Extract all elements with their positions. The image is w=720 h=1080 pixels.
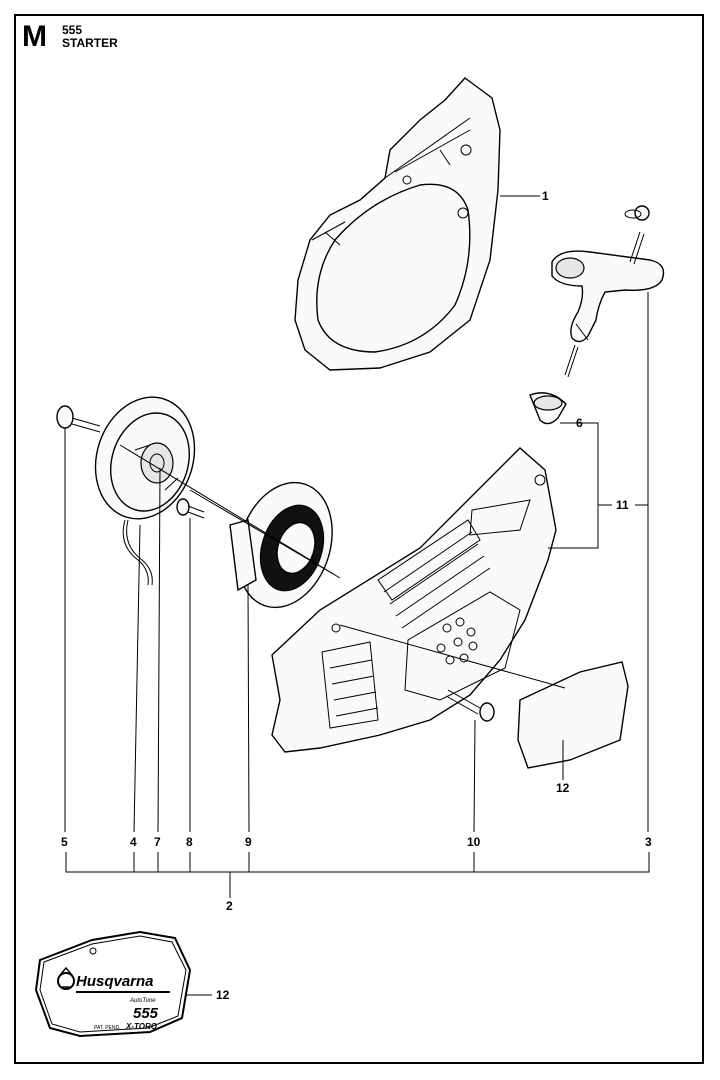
part-8-screw <box>176 498 205 519</box>
husqvarna-logo-icon <box>57 966 75 990</box>
callout-7: 7 <box>154 835 161 849</box>
page-frame <box>14 14 704 1064</box>
callout-12: 12 <box>556 781 570 795</box>
part-4-starter-rope <box>122 519 153 586</box>
decal-subtitle: AutoTune <box>129 998 156 1004</box>
callout-1: 1 <box>542 189 549 203</box>
callout-11: 11 <box>616 498 629 512</box>
part-1-cover-shroud <box>294 77 501 371</box>
decal-footer-left: PAT. PEND. <box>94 1025 121 1031</box>
callout-6: 6 <box>576 416 583 430</box>
callout-4: 4 <box>130 835 137 849</box>
callout-12-decal: 12 <box>216 988 230 1002</box>
decal-footer-right: X-TORQ <box>125 1022 158 1031</box>
decal-model: 555 <box>133 1005 159 1022</box>
callout-9: 9 <box>245 835 252 849</box>
part-10-screw <box>445 689 495 722</box>
part-2-starter-housing <box>271 447 557 753</box>
husqvarna-decal: Husqvarna AutoTune 555 PAT. PEND. X-TORQ <box>34 930 192 1038</box>
model-number: 555 <box>62 23 83 37</box>
callout-8: 8 <box>186 835 193 849</box>
part-5-screw <box>56 405 101 433</box>
decal-brand: Husqvarna <box>76 973 154 990</box>
callout-2: 2 <box>226 899 233 913</box>
part-12-decal-blank <box>517 661 629 769</box>
section-letter: M <box>22 20 47 53</box>
housing-vent-holes <box>436 617 478 665</box>
part-6-rope-bushing <box>529 392 567 425</box>
part-3-starter-handle <box>551 205 665 378</box>
part-7-rope-pulley <box>94 396 196 520</box>
page-title: STARTER <box>62 36 118 50</box>
leader-lines <box>64 195 650 996</box>
callout-5: 5 <box>61 835 68 849</box>
callout-3: 3 <box>645 835 652 849</box>
callout-10: 10 <box>467 835 481 849</box>
